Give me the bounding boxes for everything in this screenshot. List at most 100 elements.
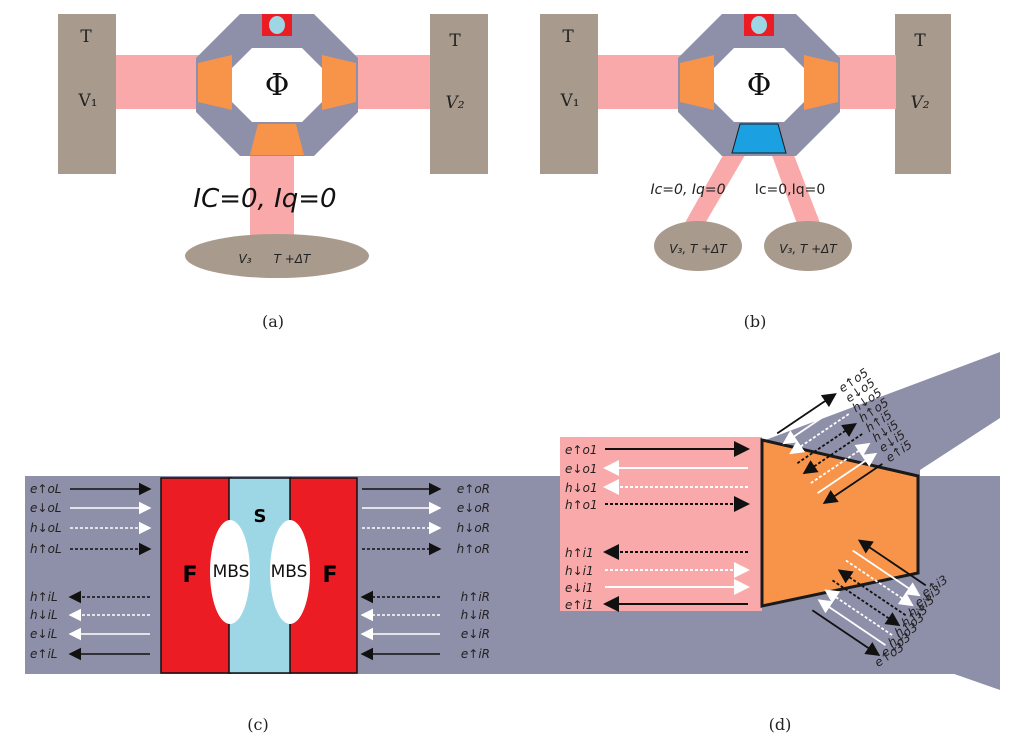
right-lead-channels: e↑oR e↓oR h↓oR h↑oR h↑iR h↓iR e↓iR e↑iR xyxy=(360,482,490,661)
channel-right-3: h↑oR xyxy=(362,542,490,556)
channel-label: e↑iR xyxy=(461,647,490,661)
channel-right-5: h↓iR xyxy=(360,608,490,622)
channel-arrow xyxy=(857,539,927,587)
channel-left-6: e↓iL xyxy=(30,627,150,641)
channel-right-6: e↓iR xyxy=(360,627,490,641)
channel-left-2: h↓o1 xyxy=(565,479,748,495)
probe-reservoir-left xyxy=(654,221,742,271)
caption-a: (a) xyxy=(262,312,284,331)
caption-c: (c) xyxy=(247,715,268,734)
channel-right-2: h↓oR xyxy=(362,521,490,535)
lead-left-temp: T xyxy=(80,27,92,47)
channel-label: e↓i1 xyxy=(565,581,593,595)
channel-left-6: e↓i1 xyxy=(565,579,750,595)
channel-arrow xyxy=(776,393,837,435)
channel-arrow xyxy=(831,579,901,627)
channel-label: h↓i1 xyxy=(565,564,594,578)
channel-label: e↓oL xyxy=(30,501,61,515)
channel-label: h↑o1 xyxy=(565,498,598,512)
panel-a: T V₁ T V₂ Φ IC=0, Iq=0 T +ΔT V₃ (a) xyxy=(58,14,488,331)
top-junction-core xyxy=(751,16,767,34)
channel-left-4: h↑i1 xyxy=(565,544,748,560)
ring-interior xyxy=(714,48,804,122)
channel-left-4: h↑iL xyxy=(30,590,150,604)
channel-label: e↓iR xyxy=(461,627,490,641)
channel-left-1: e↓o1 xyxy=(565,460,748,476)
lead-right-temp: T xyxy=(449,31,461,51)
channel-arrow xyxy=(810,442,871,484)
probe-channel-left xyxy=(682,150,748,232)
top-lead-channels: e↑o5e↓o5h↓o5h↑o5h↑i5h↓i5e↓i5e↑i5 xyxy=(776,366,915,505)
lead-right-voltage: V₂ xyxy=(910,93,929,113)
caption-d: (d) xyxy=(769,715,792,734)
probe-left-reservoir-label: V₃, T +ΔT xyxy=(669,242,728,256)
channel-left-0: e↑o1 xyxy=(565,441,750,457)
probe-condition: IC=0, Iq=0 xyxy=(193,184,336,214)
left-lead-channels: e↑oL e↓oL h↓oL h↑oL h↑iL h↓iL e↓iL e↑iL xyxy=(30,482,152,661)
channel-right-4: h↑iR xyxy=(360,590,490,604)
channel-label: h↓oL xyxy=(30,521,62,535)
lead-left-pink xyxy=(560,437,762,611)
channel-label: e↑o1 xyxy=(565,443,597,457)
barrier-right xyxy=(322,55,356,110)
channel-arrow xyxy=(789,413,850,455)
mbs-left xyxy=(210,520,250,624)
channel-label: e↓o1 xyxy=(565,462,597,476)
channel-left-0: e↑oL xyxy=(30,482,152,496)
barrier-bottom xyxy=(250,124,304,155)
channel-left-7: e↑iL xyxy=(30,647,150,661)
channel-label: h↑iL xyxy=(30,590,58,604)
channel-label: h↑i1 xyxy=(565,546,594,560)
caption-b: (b) xyxy=(744,312,767,331)
channel-label: h↑iR xyxy=(461,590,490,604)
channel-right-7: e↑iR xyxy=(360,647,490,661)
probe-reservoir-label: T +ΔT xyxy=(274,252,312,266)
label-ferro-left: F xyxy=(182,563,197,588)
channel-arrow xyxy=(822,463,883,505)
lead-left-block xyxy=(540,14,598,174)
barrier-left xyxy=(198,55,232,110)
channel-arrow xyxy=(811,609,881,657)
channel-left-2: h↓oL xyxy=(30,521,152,535)
channel-label: e↑iL xyxy=(30,647,57,661)
probe-channel-right xyxy=(770,150,822,232)
channel-right-0: e↑oR xyxy=(362,482,490,496)
lead-left-temp: T xyxy=(562,27,574,47)
barrier-right xyxy=(804,55,838,110)
probe-right-reservoir-label: V₃, T +ΔT xyxy=(779,242,838,256)
lead-left-block xyxy=(58,14,116,174)
channel-right-1: e↓oR xyxy=(362,501,490,515)
channel-label: h↓iR xyxy=(461,608,490,622)
panel-d: e↑o1 e↓o1 h↓o1 h↑o1 h↑i1 h↓i1 e↓i1 e↑i1 e↑o5e↓o… xyxy=(560,352,1000,734)
barrier-left xyxy=(680,55,714,110)
channel-left-5: h↓iL xyxy=(30,608,150,622)
channel-label: h↓oR xyxy=(457,521,490,535)
label-mbs-left: MBS xyxy=(213,562,250,582)
probe-left-condition: Ic=0, Iq=0 xyxy=(650,182,725,198)
channel-arrow xyxy=(852,549,921,597)
label-ferro-right: F xyxy=(322,563,337,588)
lead-right-block xyxy=(895,14,951,174)
probe-reservoir-right xyxy=(764,221,852,271)
barrier-bottom xyxy=(731,123,787,154)
label-mbs-right: MBS xyxy=(271,562,308,582)
channel-left-7: e↑i1 xyxy=(565,596,748,612)
channel-label: h↑oL xyxy=(30,542,62,556)
channel-label: e↑oL xyxy=(30,482,61,496)
channel-arrow xyxy=(824,589,893,636)
channel-left-3: h↑o1 xyxy=(565,496,750,512)
lead-right-voltage: V₂ xyxy=(445,93,464,113)
probe-channel xyxy=(250,148,294,248)
channel-label: e↑oR xyxy=(457,482,490,496)
channel-arrow xyxy=(817,599,886,646)
channel-arrow xyxy=(796,422,857,464)
label-supercond: S xyxy=(254,506,267,527)
flux-label: Φ xyxy=(265,68,290,103)
channel-arrow xyxy=(845,559,914,607)
channel-label: e↑i1 xyxy=(565,598,593,612)
probe-right-condition: Ic=0,Iq=0 xyxy=(755,182,826,198)
probe-voltage-label: V₃ xyxy=(238,252,251,266)
channel-arrow xyxy=(782,403,843,445)
channel-left-5: h↓i1 xyxy=(565,562,750,578)
top-junction-core xyxy=(269,16,285,34)
